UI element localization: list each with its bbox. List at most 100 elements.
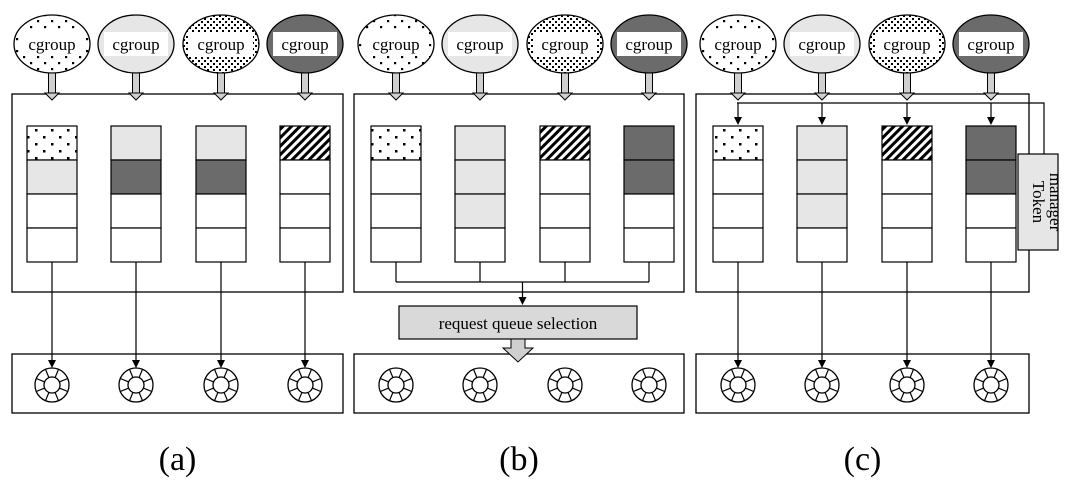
storage-device [720, 367, 756, 403]
cgroup-arrow-head [898, 92, 916, 101]
request-queue [796, 125, 848, 263]
cgroup-oval: cgroup [699, 14, 777, 74]
storage-device-inner [813, 376, 831, 394]
cgroup-arrow [729, 72, 747, 101]
storage-device-spoke [557, 392, 563, 401]
queue-slot [279, 125, 331, 161]
cgroup-label: cgroup [625, 35, 672, 54]
token-arrow-head [818, 117, 826, 125]
storage-device-spoke [633, 387, 642, 393]
storage-device-spoke [891, 387, 900, 393]
cgroup-arrow [296, 72, 314, 101]
queue-slot [370, 193, 422, 229]
queue-slot [370, 125, 422, 161]
storage-device [547, 367, 583, 403]
storage-device-spoke [59, 377, 68, 383]
request-queue [881, 125, 933, 263]
cgroup-arrow-shaft [734, 72, 742, 95]
storage-device-spoke [388, 392, 394, 401]
storage-device-spoke [307, 392, 313, 401]
queue-slot [454, 193, 506, 229]
queue-slot [623, 227, 675, 263]
cgroup-arrow-shaft [301, 72, 309, 95]
token-manager-box [1017, 153, 1059, 251]
queue-slot [110, 227, 162, 263]
storage-device-spoke [899, 392, 905, 401]
cgroup-arrow-head [471, 92, 489, 101]
request-queue [539, 125, 591, 263]
storage-device-spoke [641, 392, 647, 401]
storage-device-spoke [297, 392, 303, 401]
storage-device-spoke [472, 369, 478, 378]
dispatch-arrow-head [48, 360, 56, 368]
queue-slot [965, 227, 1017, 263]
storage-device-spoke [572, 377, 581, 383]
storage-device-spoke [899, 369, 905, 378]
cgroup-arrow-shaft [476, 72, 484, 95]
storage-device-spoke [824, 392, 830, 401]
panel-a: (a) [11, 93, 344, 478]
cgroup-oval-label-bg [790, 32, 854, 56]
storage-device-spoke [223, 369, 229, 378]
cgroup-oval-label-bg [959, 32, 1023, 56]
queue-slot [454, 159, 506, 195]
cgroup-label: cgroup [883, 35, 930, 54]
storage-device-spoke [297, 369, 303, 378]
dispatch-arrow [734, 262, 742, 368]
storage-device-spoke [651, 369, 657, 378]
storage-device [462, 367, 498, 403]
storage-device-inner [296, 376, 314, 394]
merge-arrow-head [518, 297, 527, 305]
storage-device-inner [982, 376, 1000, 394]
storage-device [203, 367, 239, 403]
dispatch-arrow-head [903, 360, 911, 368]
storage-device-inner [387, 376, 405, 394]
cgroup-oval: cgroup [868, 14, 946, 74]
storage-device-spoke [213, 369, 219, 378]
storage-device-spoke [567, 369, 573, 378]
dispatch-arrow-head [734, 360, 742, 368]
storage-device-spoke [205, 387, 214, 393]
token-arrow [987, 103, 995, 125]
cgroup-oval: cgroup [783, 14, 861, 74]
token-arrow-head [903, 117, 911, 125]
storage-device-spoke [143, 377, 152, 383]
storage-device-spoke [814, 369, 820, 378]
storage-device-spoke [228, 377, 237, 383]
storage-device-spoke [633, 377, 642, 383]
panel-caption: (c) [844, 441, 882, 478]
storage-device-spoke [914, 387, 923, 393]
queue-slot [195, 159, 247, 195]
queue-slot [26, 193, 78, 229]
storage-device-inner [127, 376, 145, 394]
storage-device-spoke [54, 392, 60, 401]
storage-device [973, 367, 1009, 403]
queue-slot [110, 159, 162, 195]
queue-slot [26, 125, 78, 161]
storage-device-spoke [824, 369, 830, 378]
cgroup-arrow-shaft [561, 72, 569, 95]
queue-slot [796, 227, 848, 263]
storage-device-spoke [722, 377, 731, 383]
storage-device-spoke [44, 369, 50, 378]
cgroup-arrow-shaft [645, 72, 653, 95]
storage-device-spoke [307, 369, 313, 378]
storage-device-spoke [975, 387, 984, 393]
dispatch-arrow [818, 262, 826, 368]
queue-slot [881, 227, 933, 263]
queue-slot [539, 125, 591, 161]
cgroup-oval-label-bg [875, 32, 939, 56]
request-queue [623, 125, 675, 263]
storage-device-inner [212, 376, 230, 394]
token-arrow-head [734, 117, 742, 125]
cgroup-oval: cgroup [952, 14, 1030, 74]
cgroup-arrow-head [640, 92, 658, 101]
cgroup-oval-label-bg [617, 32, 681, 56]
storage-device-spoke [128, 369, 134, 378]
cgroup-oval: cgroup [266, 14, 344, 74]
token-manager-label-line2: manager [1046, 173, 1065, 232]
cgroup-label: cgroup [281, 35, 328, 54]
dispatch-arrow-head [217, 360, 225, 368]
storage-device-spoke [740, 392, 746, 401]
